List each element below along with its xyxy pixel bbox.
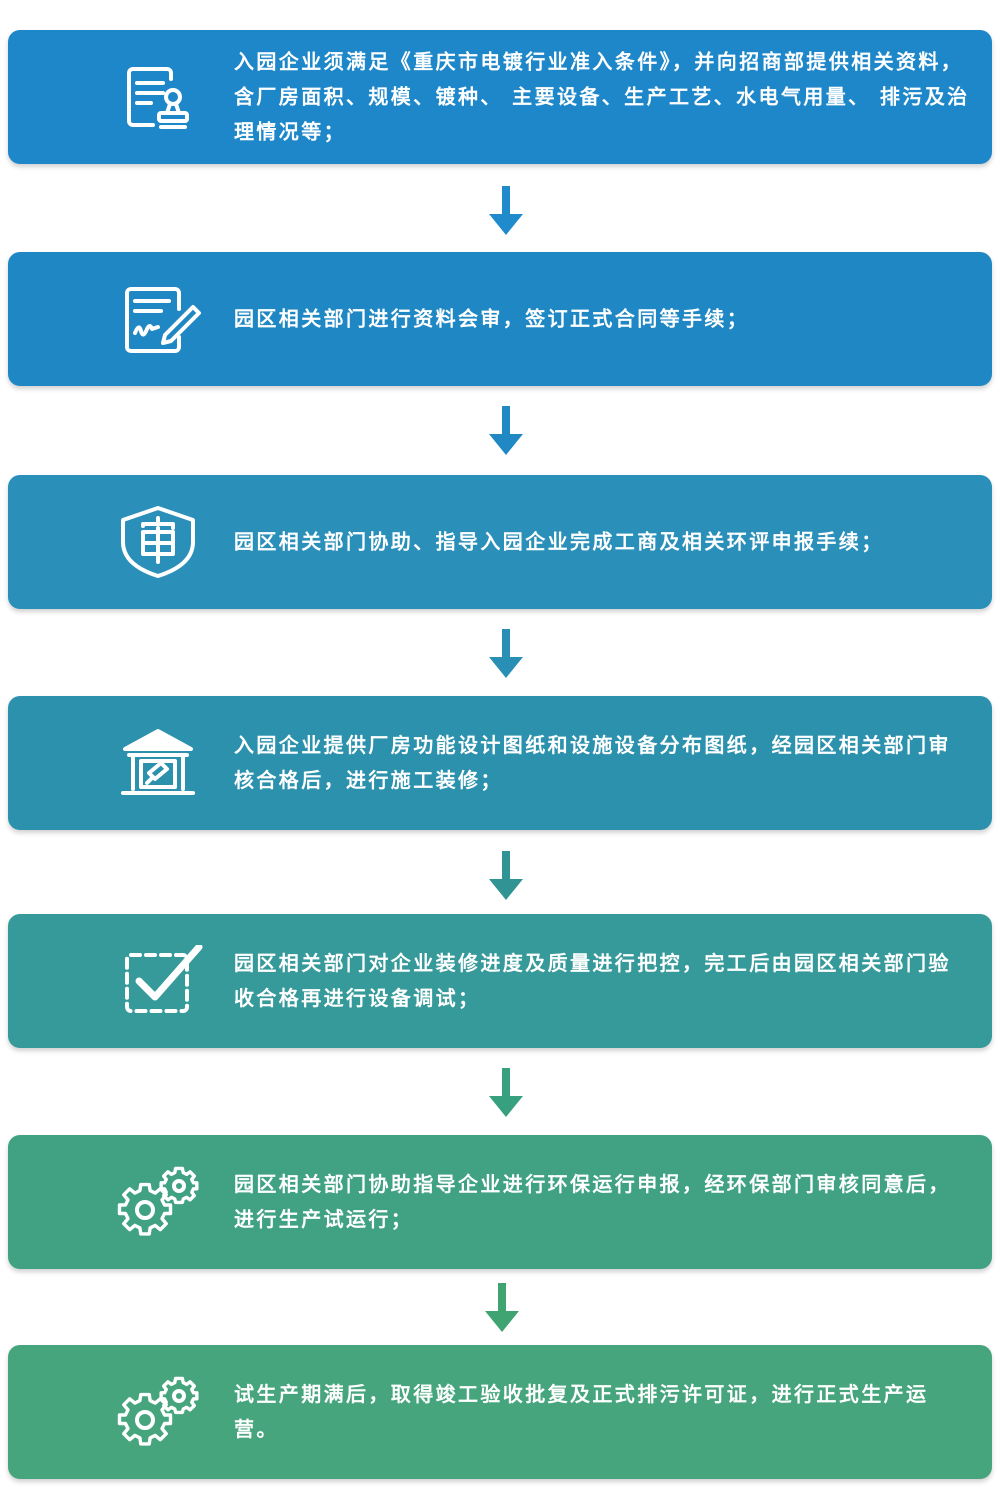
down-arrow-icon [486,404,526,458]
step-1-text: 入园企业须满足《重庆市电镀行业准入条件》，并向招商部提供相关资料，含厂房面积、规… [234,49,970,144]
document-stamp-icon [113,61,203,133]
process-step-2: 园区相关部门进行资料会审，签订正式合同等手续； [8,252,992,386]
process-step-7: 试生产期满后，取得竣工验收批复及正式排污许可证，进行正式生产运营。 [8,1345,992,1479]
gears-icon [113,1376,203,1448]
down-arrow-icon [482,1281,522,1335]
process-step-5: 园区相关部门对企业装修进度及质量进行把控，完工后由园区相关部门验收合格再进行设备… [8,914,992,1048]
down-arrow-icon [486,627,526,681]
step-2-text: 园区相关部门进行资料会审，签订正式合同等手续； [234,306,750,331]
process-step-4: 入园企业提供厂房功能设计图纸和设施设备分布图纸，经园区相关部门审核合格后，进行施… [8,696,992,830]
step-6-text: 园区相关部门协助指导企业进行环保运行申报，经环保部门审核同意后，进行生产试运行； [234,1172,951,1231]
process-step-1: 入园企业须满足《重庆市电镀行业准入条件》，并向招商部提供相关资料，含厂房面积、规… [8,30,992,164]
process-step-3: 园区相关部门协助、指导入园企业完成工商及相关环评申报手续； [8,475,992,609]
step-4-text: 入园企业提供厂房功能设计图纸和设施设备分布图纸，经园区相关部门审核合格后，进行施… [234,733,951,792]
building-renovation-icon [113,727,203,799]
down-arrow-icon [486,184,526,238]
shield-review-icon [113,506,203,578]
checkbox-check-icon [113,945,203,1017]
down-arrow-icon [486,1066,526,1120]
contract-sign-icon [113,283,203,355]
step-7-text: 试生产期满后，取得竣工验收批复及正式排污许可证，进行正式生产运营。 [234,1382,929,1441]
process-step-6: 园区相关部门协助指导企业进行环保运行申报，经环保部门审核同意后，进行生产试运行； [8,1135,992,1269]
gears-icon [113,1166,203,1238]
down-arrow-icon [486,849,526,903]
step-5-text: 园区相关部门对企业装修进度及质量进行把控，完工后由园区相关部门验收合格再进行设备… [234,951,951,1010]
step-3-text: 园区相关部门协助、指导入园企业完成工商及相关环评申报手续； [234,529,884,554]
